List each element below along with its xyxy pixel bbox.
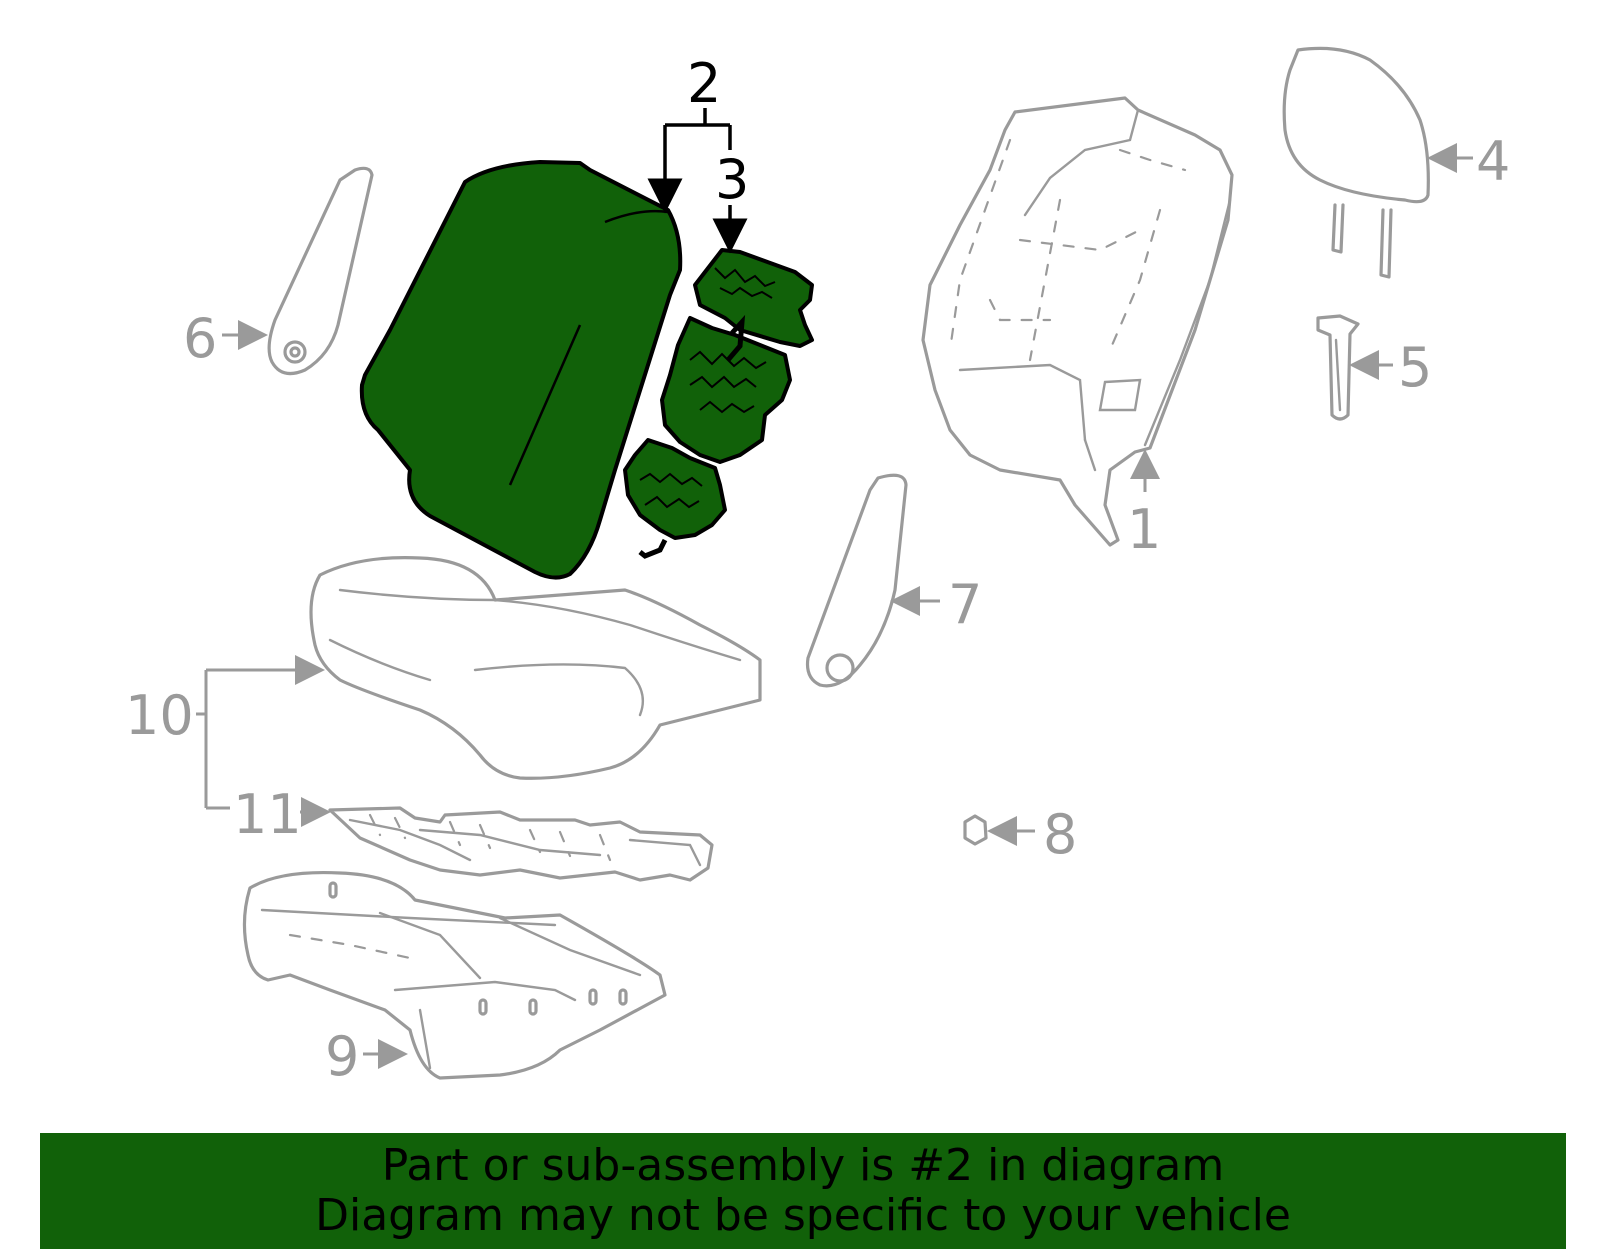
seat-parts-diagram: 1 2 3 4 5 6 7 8 9 10 11 bbox=[125, 46, 1510, 1088]
part-6-side-trim[interactable] bbox=[267, 166, 374, 376]
part-2-seatback-pad[interactable] bbox=[359, 160, 683, 580]
part-11-cushion-pad[interactable] bbox=[328, 806, 714, 882]
part-9-cushion-frame[interactable] bbox=[242, 871, 667, 1080]
callout-8: 8 bbox=[1043, 803, 1077, 866]
callout-6: 6 bbox=[183, 307, 217, 370]
banner-line-part-number: Part or sub-assembly is #2 in diagram bbox=[381, 1140, 1225, 1191]
callout-11: 11 bbox=[233, 783, 302, 846]
part-1-seatback-assembly[interactable] bbox=[921, 96, 1234, 547]
part-3-heater-element[interactable] bbox=[623, 248, 814, 559]
callout-5: 5 bbox=[1398, 336, 1432, 399]
part-5-headrest-guide[interactable] bbox=[1316, 314, 1360, 421]
banner-line-disclaimer: Diagram may not be specific to your vehi… bbox=[315, 1190, 1291, 1241]
callout-3: 3 bbox=[715, 148, 749, 211]
callout-10: 10 bbox=[125, 684, 194, 747]
callout-7: 7 bbox=[948, 573, 982, 636]
info-banner: Part or sub-assembly is #2 in diagram Di… bbox=[40, 1133, 1566, 1249]
part-8-clip[interactable] bbox=[963, 814, 988, 846]
callout-4: 4 bbox=[1476, 130, 1510, 193]
leader-lines bbox=[196, 108, 1473, 1069]
part-7-side-trim[interactable] bbox=[805, 473, 908, 688]
callout-2: 2 bbox=[687, 52, 721, 115]
callout-9: 9 bbox=[325, 1025, 359, 1088]
part-4-headrest[interactable] bbox=[1282, 46, 1430, 279]
part-10-cushion-cover[interactable] bbox=[309, 556, 762, 780]
callout-1: 1 bbox=[1127, 498, 1161, 561]
